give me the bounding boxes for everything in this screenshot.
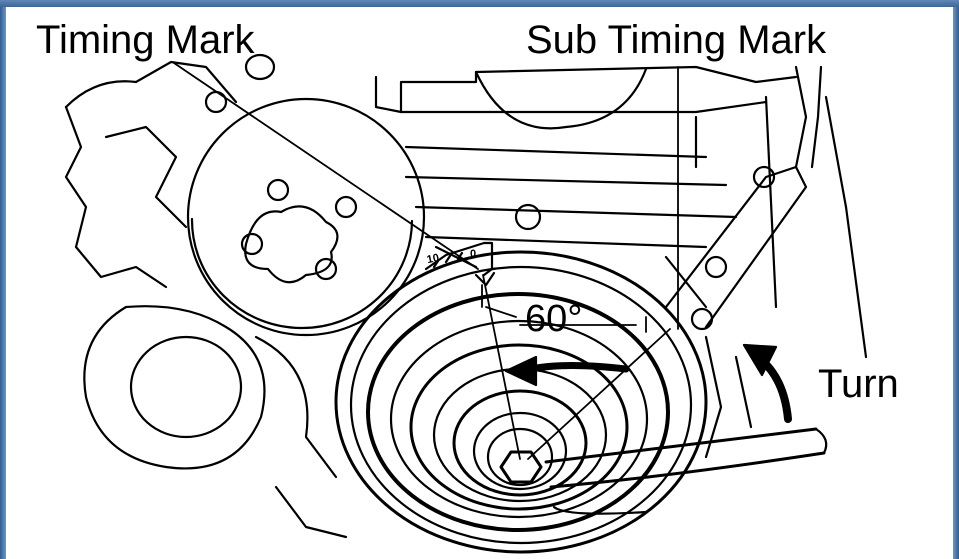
wrench: [544, 427, 828, 515]
window-right-border: [953, 7, 959, 559]
engine-block: [374, 65, 798, 309]
tensioner-bracket: [664, 65, 868, 459]
zero-reference-line: [482, 274, 521, 460]
window-left-border: [0, 7, 6, 559]
timing-mark-leader: [173, 62, 479, 270]
crankshaft-pulley: [334, 250, 708, 554]
engine-line-drawing: [64, 53, 868, 554]
sub-timing-mark-label: Sub Timing Mark: [526, 18, 827, 62]
sixty-degree-line: [527, 328, 671, 460]
timing-mark-label: Timing Mark: [36, 18, 255, 62]
upper-pulley: [186, 97, 426, 337]
left-components: [64, 53, 348, 539]
pointer-lines: [173, 62, 679, 460]
rotation-arrow: [504, 355, 630, 387]
angle-label: 60°: [525, 298, 583, 340]
turn-label: Turn: [818, 362, 899, 406]
scale-0-label: 0: [470, 248, 477, 260]
window-top-bar: [0, 0, 959, 7]
turn-arrow: [742, 343, 792, 423]
